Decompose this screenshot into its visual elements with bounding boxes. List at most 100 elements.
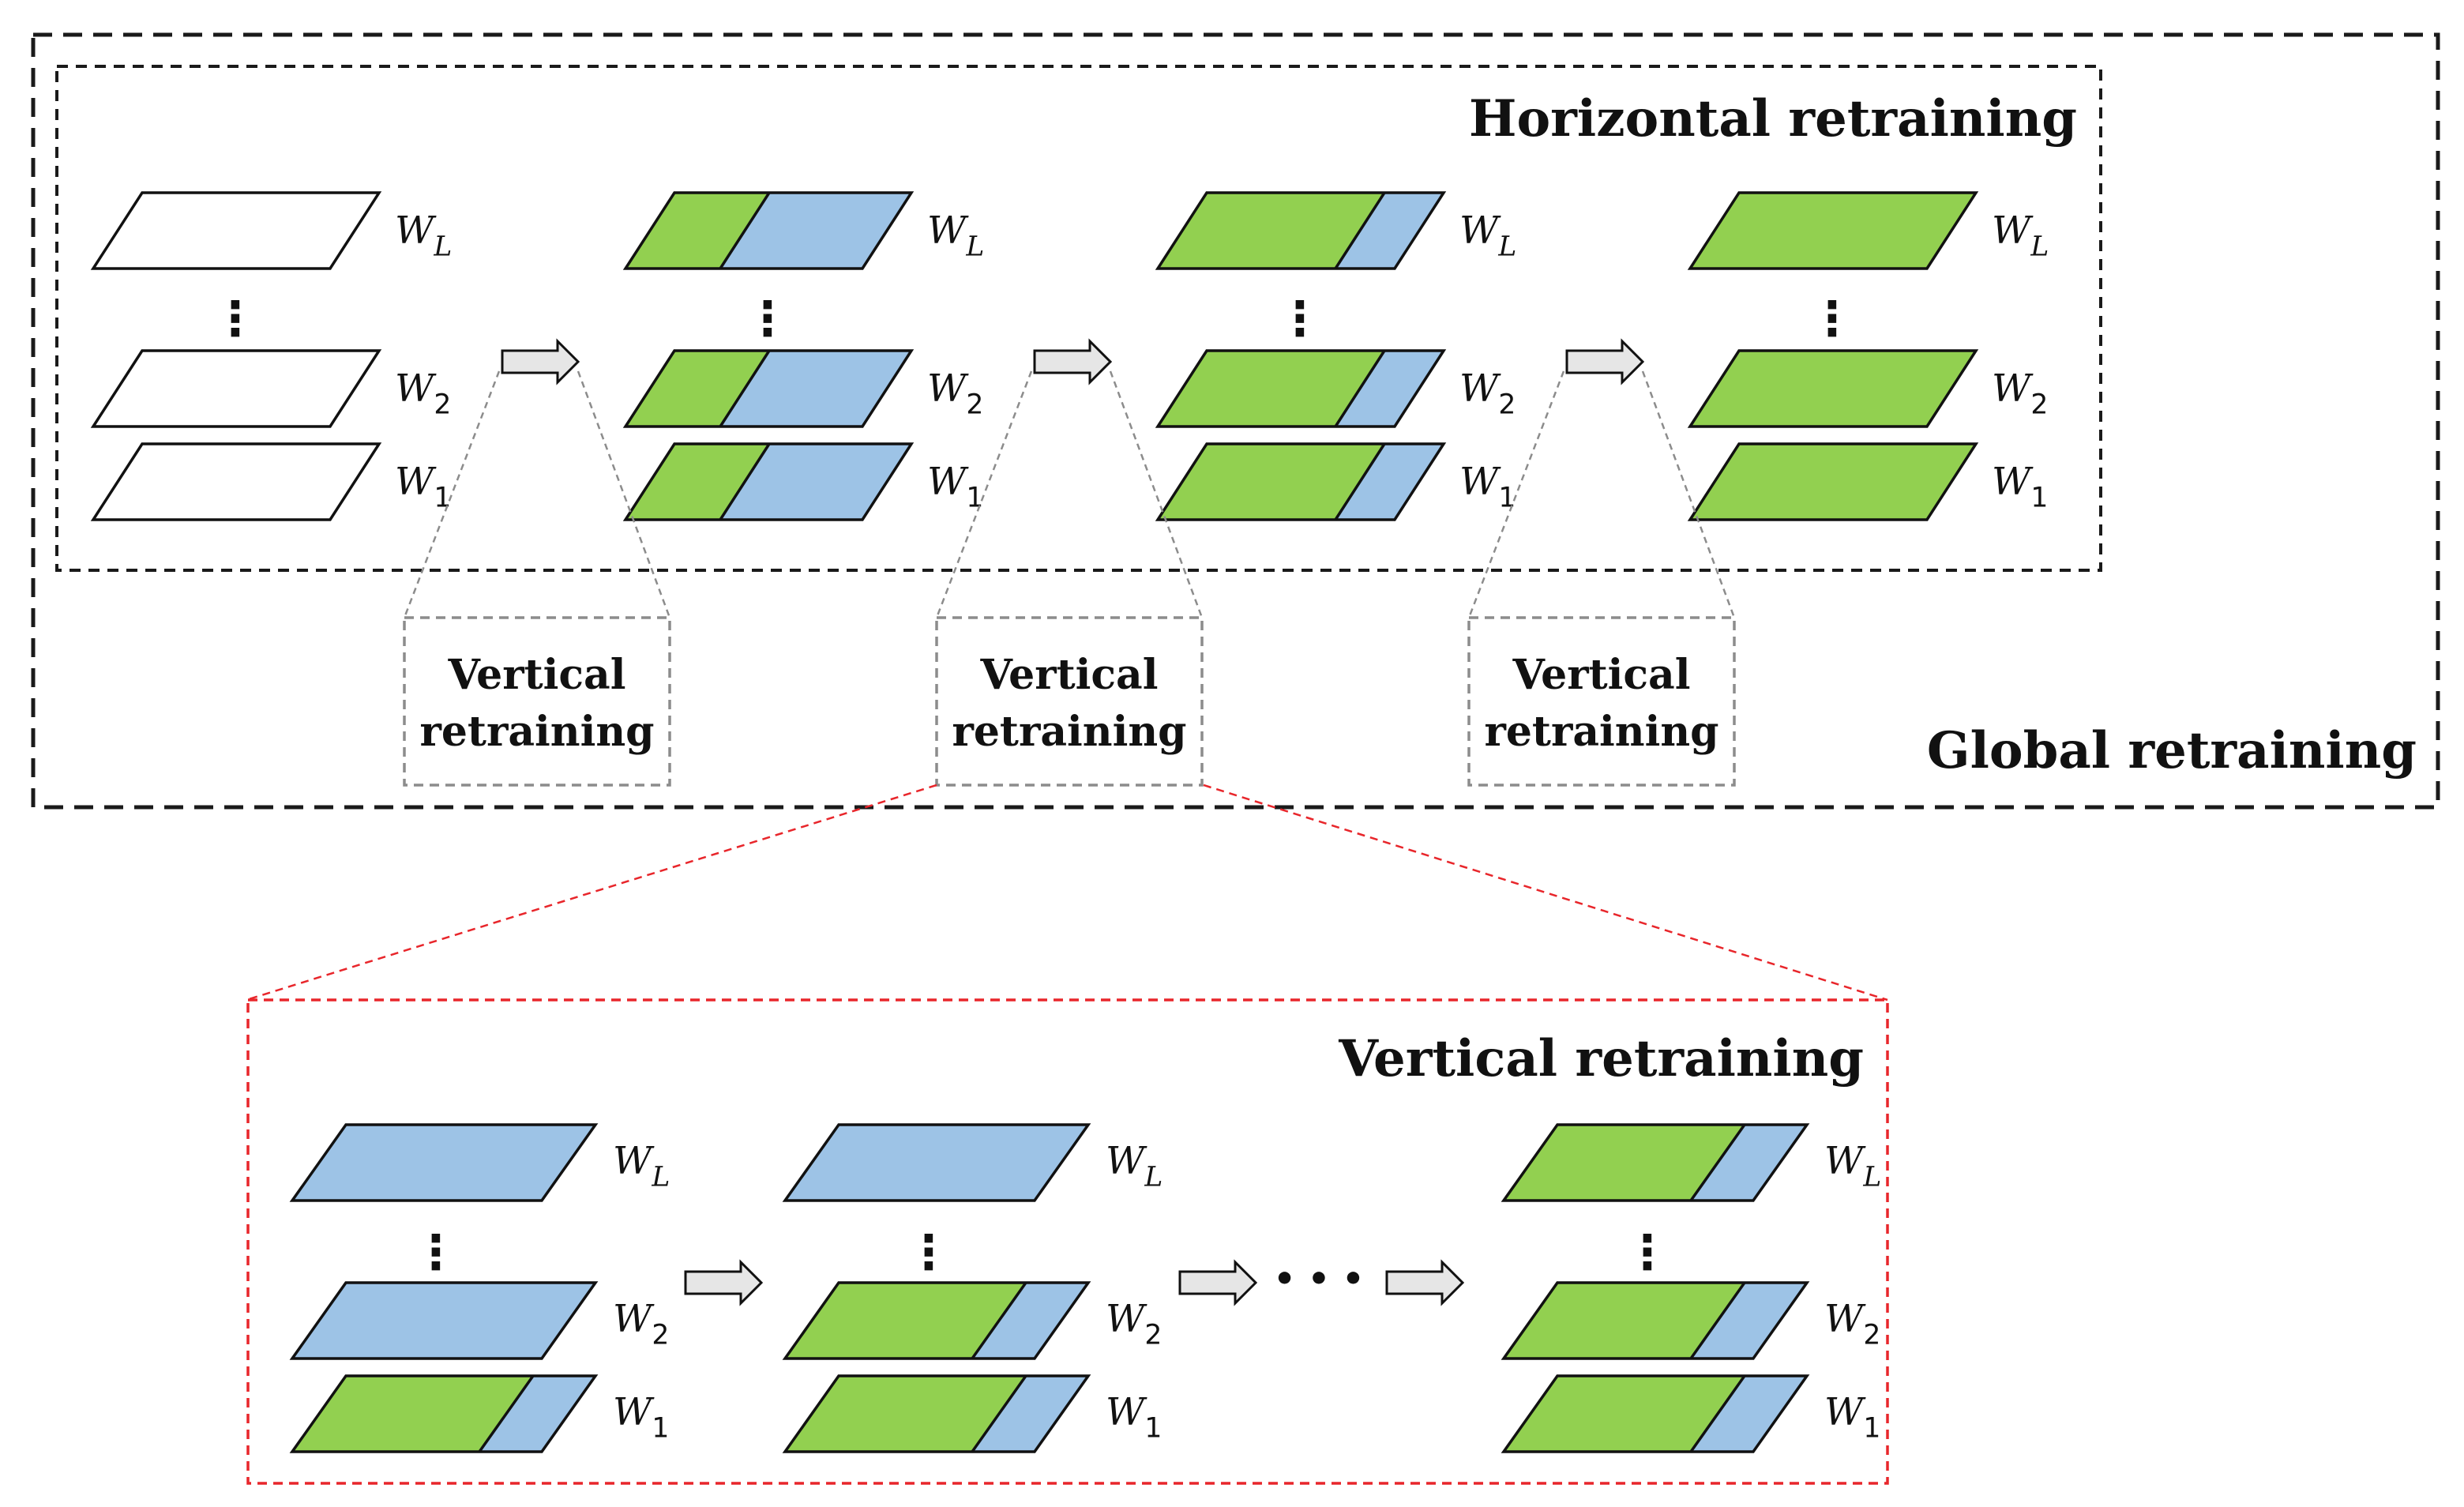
layer-plane xyxy=(90,349,382,428)
horizontal-retraining-title: Horizontal retraining xyxy=(1469,89,2077,148)
layer-2 xyxy=(289,1281,599,1360)
layer-1 xyxy=(622,191,915,270)
weight-label: W2 xyxy=(1824,1297,1880,1351)
layer-outline xyxy=(1687,442,1979,521)
split-line xyxy=(1689,1374,1746,1453)
blue-segment xyxy=(1691,1125,1807,1201)
right-arrow-icon xyxy=(1385,1259,1465,1306)
vertical-dots: ⋮ xyxy=(744,291,791,347)
layer-1 xyxy=(90,191,382,270)
layer-1 xyxy=(782,1123,1091,1202)
split-line xyxy=(719,350,771,427)
split-line xyxy=(1689,1123,1746,1202)
split-line xyxy=(1334,350,1386,427)
layer-outline xyxy=(1687,191,1979,270)
vertical-dots: ⋮ xyxy=(1624,1225,1671,1280)
layer-outline xyxy=(289,1123,599,1202)
green-segment xyxy=(1504,1376,1745,1452)
blue-segment xyxy=(972,1376,1088,1452)
weight-label: W1 xyxy=(927,460,983,513)
split-line xyxy=(719,443,771,520)
blue-segment xyxy=(1691,1283,1807,1359)
layer-outline xyxy=(622,349,915,428)
split-line xyxy=(719,192,771,269)
layer-3 xyxy=(1501,1374,1810,1453)
blue-segment xyxy=(1691,1376,1807,1452)
weight-label: WL xyxy=(395,209,452,262)
blue-segment xyxy=(720,193,911,269)
box-border xyxy=(403,616,671,787)
zoom-connector-right xyxy=(1203,784,1888,1002)
layer-outline xyxy=(1687,349,1979,428)
weight-label: W1 xyxy=(395,460,451,513)
weight-label: WL xyxy=(1459,209,1516,262)
split-line xyxy=(971,1281,1027,1360)
layer-2 xyxy=(1687,349,1979,428)
blue-segment xyxy=(785,1125,1088,1201)
weight-label: W2 xyxy=(1992,366,2048,420)
vertical-dots: ⋮ xyxy=(412,1225,460,1280)
weight-label: W1 xyxy=(1106,1390,1162,1444)
blue-segment xyxy=(1335,351,1444,427)
vertical-retraining-boxes: VerticalretrainingVerticalretrainingVert… xyxy=(403,370,1736,787)
green-segment xyxy=(1158,193,1384,269)
split-line xyxy=(1334,192,1386,269)
green-segment xyxy=(292,1376,533,1452)
right-arrow-icon xyxy=(1033,338,1113,385)
layer-outline xyxy=(782,1123,1091,1202)
layer-outline xyxy=(1155,442,1447,521)
box-label-line1: Vertical xyxy=(448,651,626,699)
layer-3 xyxy=(622,442,915,521)
vertical-retraining-box-1: Vertical retraining xyxy=(403,370,671,787)
layer-outline xyxy=(622,442,915,521)
green-segment xyxy=(625,351,769,427)
box-border xyxy=(935,616,1204,787)
blue-segment xyxy=(1335,444,1444,520)
layer-1 xyxy=(1155,191,1447,270)
weight-label: WL xyxy=(1992,209,2049,262)
weight-label: W2 xyxy=(395,366,451,420)
vertical-dots: ⋮ xyxy=(212,291,259,347)
layer-3 xyxy=(1687,442,1979,521)
vertical-arrows xyxy=(684,1259,1465,1306)
weight-label: W1 xyxy=(1992,460,2048,513)
weight-label: W1 xyxy=(1459,460,1516,513)
split-line xyxy=(1334,443,1386,520)
blue-segment xyxy=(720,444,911,520)
green-segment xyxy=(785,1283,1026,1359)
blue-segment xyxy=(720,351,911,427)
weight-label: WL xyxy=(1106,1139,1163,1193)
box-label-line2: retraining xyxy=(1484,708,1718,756)
layer-outline xyxy=(1501,1374,1810,1453)
horizontal-retraining-frame xyxy=(55,65,2102,572)
layer-outline xyxy=(1501,1281,1810,1360)
layer-1 xyxy=(289,1123,599,1202)
box-label-line2: retraining xyxy=(419,708,654,756)
green-segment xyxy=(1504,1125,1745,1201)
right-arrow-icon xyxy=(1565,338,1645,385)
green-segment xyxy=(1158,444,1384,520)
box-label-line2: retraining xyxy=(952,708,1186,756)
split-line xyxy=(1689,1281,1746,1360)
layer-3 xyxy=(90,442,382,521)
layer-2 xyxy=(1155,349,1447,428)
weight-label: W2 xyxy=(927,366,983,420)
layer-outline xyxy=(1155,191,1447,270)
weight-label: W1 xyxy=(1824,1390,1880,1444)
layer-2 xyxy=(622,349,915,428)
vertical-dots: ⋮ xyxy=(1809,291,1856,347)
layer-outline xyxy=(622,191,915,270)
right-arrow-icon xyxy=(501,338,580,385)
ellipsis: • • • xyxy=(1273,1259,1364,1299)
layer-2 xyxy=(90,349,382,428)
green-segment xyxy=(625,444,769,520)
global-retraining-frame xyxy=(31,32,2440,810)
layer-1 xyxy=(1687,191,1979,270)
